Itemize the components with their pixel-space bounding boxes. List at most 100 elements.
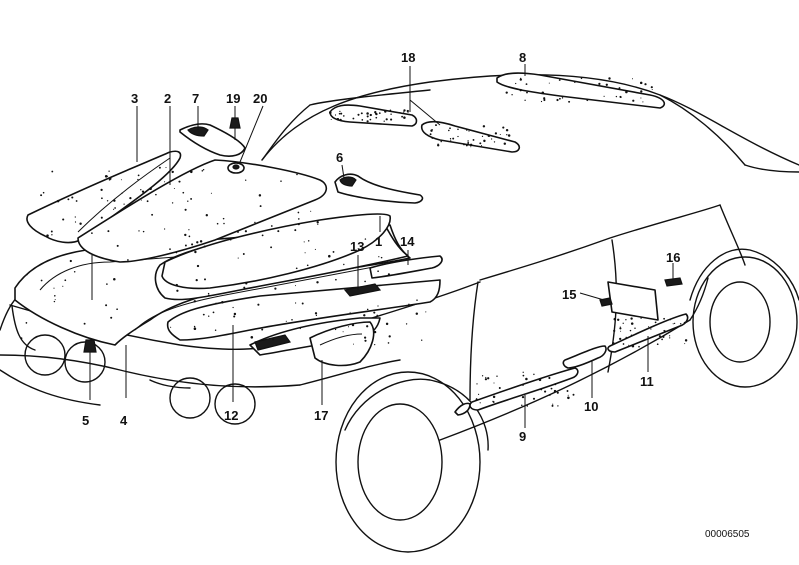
texture-speck (429, 133, 432, 136)
texture-speck (25, 322, 28, 324)
texture-speck (306, 264, 309, 267)
texture-speck (202, 313, 205, 316)
texture-speck (64, 279, 67, 282)
texture-speck (622, 343, 625, 345)
texture-speck (190, 170, 193, 174)
texture-speck (184, 208, 187, 211)
texture-speck (146, 200, 149, 203)
texture-speck (242, 253, 245, 255)
texture-speck (294, 278, 296, 280)
texture-speck (40, 194, 43, 197)
texture-speck (612, 342, 615, 344)
texture-speck (466, 129, 468, 131)
texture-speck (630, 317, 633, 320)
texture-speck (113, 199, 116, 202)
texture-speck (121, 192, 123, 194)
texture-speck (366, 112, 369, 115)
texture-speck (550, 387, 553, 390)
texture-speck (366, 325, 369, 328)
texture-speck (669, 337, 671, 339)
texture-speck (191, 243, 194, 246)
callout-15: 15 (562, 287, 576, 302)
texture-speck (684, 343, 686, 345)
texture-speck (450, 139, 452, 141)
texture-speck (254, 221, 256, 224)
texture-speck (366, 120, 369, 123)
callout-20: 20 (253, 91, 267, 106)
texture-speck (406, 109, 409, 113)
texture-speck (299, 327, 301, 330)
door-sill-10 (562, 345, 607, 369)
texture-speck (484, 378, 488, 381)
texture-speck (221, 300, 224, 304)
texture-speck (193, 325, 196, 328)
texture-speck (656, 343, 659, 346)
texture-speck (106, 200, 109, 202)
clip-5 (83, 339, 97, 362)
texture-speck (245, 282, 248, 285)
roof-strip-18a (329, 104, 418, 127)
texture-speck (243, 286, 246, 289)
texture-speck (475, 398, 478, 401)
texture-speck (511, 94, 513, 96)
texture-speck (548, 393, 551, 396)
texture-speck (482, 125, 486, 128)
texture-speck (277, 230, 280, 233)
texture-speck (237, 257, 239, 259)
texture-speck (374, 111, 377, 114)
texture-speck (580, 77, 583, 80)
texture-speck (533, 373, 535, 376)
texture-speck (525, 377, 528, 381)
texture-speck (515, 82, 517, 85)
callout-17: 17 (314, 408, 328, 423)
texture-speck (54, 299, 56, 301)
texture-speck (605, 83, 608, 86)
texture-speck (46, 234, 49, 237)
texture-speck (625, 319, 627, 321)
texture-speck (237, 231, 239, 233)
texture-speck (170, 326, 172, 328)
texture-speck (631, 344, 635, 348)
texture-speck (499, 133, 501, 136)
texture-speck (175, 283, 178, 287)
texture-speck (493, 141, 496, 143)
texture-speck (142, 230, 145, 233)
car-body-outline (0, 74, 799, 553)
texture-speck (361, 119, 364, 121)
callout-9: 9 (519, 429, 526, 444)
texture-speck (272, 338, 275, 341)
texture-speck (315, 314, 318, 317)
texture-speck (270, 225, 273, 227)
callout-2: 2 (164, 91, 171, 106)
texture-speck (403, 116, 406, 119)
texture-speck (26, 273, 28, 276)
texture-speck (291, 319, 293, 321)
texture-speck (40, 279, 43, 282)
texture-speck (349, 311, 351, 313)
texture-speck (297, 223, 300, 226)
texture-speck (492, 395, 496, 399)
texture-speck (567, 394, 569, 396)
texture-speck (483, 139, 486, 143)
texture-speck (204, 278, 206, 281)
texture-speck (613, 317, 617, 321)
callout-18: 18 (401, 50, 415, 65)
texture-speck (557, 405, 559, 407)
door-panel-15 (599, 281, 659, 321)
texture-speck (478, 393, 480, 395)
texture-speck (526, 91, 528, 94)
texture-speck (108, 178, 111, 181)
texture-speck (164, 181, 166, 183)
texture-speck (629, 329, 632, 332)
texture-speck (314, 312, 318, 315)
texture-speck (470, 146, 472, 148)
texture-speck (138, 230, 140, 232)
callout-1: 1 (375, 234, 382, 249)
texture-speck (339, 110, 341, 113)
texture-speck (366, 308, 369, 311)
texture-speck (151, 213, 154, 216)
texture-speck (526, 405, 529, 407)
texture-speck (496, 375, 498, 377)
texture-speck (493, 382, 495, 384)
